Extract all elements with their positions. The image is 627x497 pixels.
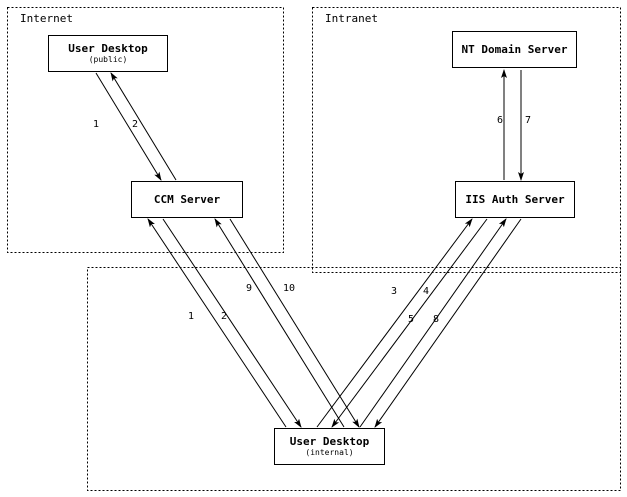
connector-edge-8 — [374, 218, 522, 428]
edge-label-edge-2b: 2 — [221, 311, 228, 322]
node-user-desktop-internal[interactable]: User Desktop(internal) — [274, 428, 385, 465]
node-user-desktop-public[interactable]: User Desktop(public) — [48, 35, 168, 72]
connector-edge-10 — [229, 218, 360, 428]
zone-boundary-internal-lan — [87, 267, 621, 491]
node-subtitle-user-desktop-internal: (internal) — [305, 448, 354, 457]
edge-label-edge-6: 6 — [497, 115, 504, 126]
zone-label-internet: Internet — [20, 12, 73, 25]
connector-edge-3 — [316, 218, 473, 428]
edge-label-edge-1b: 1 — [188, 311, 195, 322]
node-title-user-desktop-internal: User Desktop — [289, 435, 370, 448]
edge-label-edge-3: 3 — [391, 286, 398, 297]
connector-edge-2b — [162, 218, 302, 428]
zone-boundary-internet — [7, 7, 284, 253]
connector-edge-9 — [214, 218, 345, 428]
zone-boundary-intranet — [312, 7, 621, 273]
connector-edge-4 — [331, 218, 488, 428]
edge-label-edge-7: 7 — [525, 115, 532, 126]
edge-label-edge-4: 4 — [423, 286, 430, 297]
node-title-user-desktop-public: User Desktop — [68, 42, 148, 55]
connector-edge-1b — [147, 218, 287, 428]
edge-label-edge-9: 9 — [246, 283, 253, 294]
node-subtitle-user-desktop-public: (public) — [88, 55, 128, 64]
node-ccm-server[interactable]: CCM Server — [131, 181, 243, 218]
node-title-iis-auth-server: IIS Auth Server — [465, 193, 565, 206]
edge-label-edge-8: 8 — [433, 314, 440, 325]
node-iis-auth-server[interactable]: IIS Auth Server — [455, 181, 575, 218]
connector-edge-2 — [110, 72, 177, 181]
node-nt-domain-server[interactable]: NT Domain Server — [452, 31, 577, 68]
zone-label-intranet: Intranet — [325, 12, 378, 25]
connector-lines — [95, 69, 524, 428]
node-title-ccm-server: CCM Server — [153, 193, 221, 206]
edge-label-edge-1: 1 — [93, 119, 100, 130]
connector-edge-5 — [359, 218, 507, 428]
edge-label-edge-5: 5 — [408, 314, 415, 325]
node-title-nt-domain-server: NT Domain Server — [461, 43, 568, 56]
zone-boundaries — [7, 7, 621, 491]
connector-edge-1 — [95, 72, 162, 181]
edge-label-edge-10: 10 — [283, 283, 296, 294]
edge-label-edge-2: 2 — [132, 119, 139, 130]
